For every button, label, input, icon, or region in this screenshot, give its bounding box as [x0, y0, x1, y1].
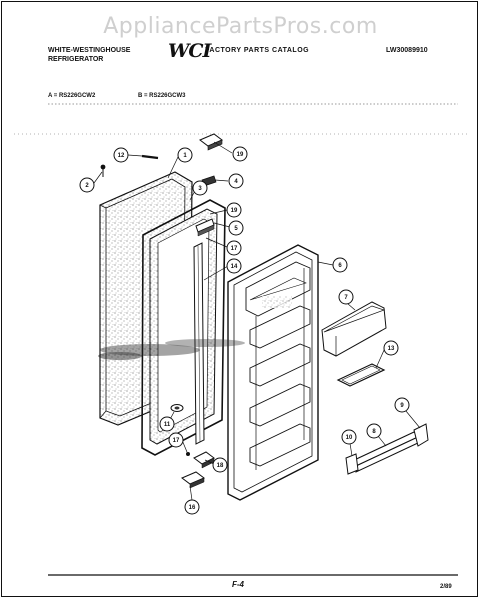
bottom-shelf-bar — [348, 431, 422, 473]
callout-16-label: 16 — [189, 505, 196, 511]
callout-5-label: 5 — [234, 226, 238, 232]
breaker-strip — [193, 242, 205, 445]
stop-part-11 — [170, 404, 184, 412]
hinge-cover-part-16 — [181, 471, 205, 489]
callout-17-lower-label: 17 — [173, 438, 180, 444]
bar-clip-left — [345, 453, 359, 475]
callout-16: 16 — [184, 499, 200, 515]
callout-4: 4 — [228, 173, 244, 189]
callout-10-label: 10 — [346, 435, 353, 441]
callout-11-label: 11 — [164, 422, 171, 428]
callout-3: 3 — [192, 180, 208, 196]
screw-part-2 — [100, 164, 106, 177]
callout-12: 12 — [113, 147, 129, 163]
screw-part-17-lower — [186, 452, 190, 456]
catalog-date: 2/89 — [440, 584, 452, 590]
rod-part-12 — [141, 154, 159, 160]
inner-door-liner — [227, 244, 319, 501]
callout-9-label: 9 — [400, 403, 404, 409]
callout-8: 8 — [366, 423, 382, 439]
liner-shelf-rails — [245, 261, 311, 470]
callout-11: 11 — [159, 416, 175, 432]
top-hinge-cap — [199, 133, 223, 151]
page-number: F-4 — [232, 580, 244, 589]
brand-line-1: WHITE-WESTINGHOUSE — [48, 47, 131, 54]
model-a: A = RS226GCW2 — [48, 93, 96, 99]
callout-19-top-label: 19 — [237, 152, 244, 158]
callout-18-upper-label: 19 — [231, 208, 238, 214]
scan-smudge — [98, 339, 245, 360]
callout-9: 9 — [394, 397, 410, 413]
brand-block: WHITE-WESTINGHOUSE REFRIGERATOR — [48, 46, 168, 64]
callout-2: 2 — [79, 177, 95, 193]
callout-8-label: 8 — [372, 429, 376, 435]
callout-1-label: 1 — [183, 153, 187, 159]
callout-14-label: 14 — [231, 264, 238, 270]
callout-7: 7 — [338, 289, 354, 305]
door-gasket — [141, 199, 226, 456]
wci-logo: WCI — [168, 40, 211, 62]
callout-2-label: 2 — [85, 183, 89, 189]
liner-shading — [262, 296, 292, 308]
watermark: AppliancePartsPros.com — [103, 14, 378, 39]
brand-line-2: REFRIGERATOR — [48, 56, 104, 63]
callout-13-label: 13 — [388, 346, 395, 352]
bracket-part-5 — [195, 218, 215, 237]
model-b: B = RS226GCW3 — [138, 93, 186, 99]
callout-6-label: 6 — [338, 263, 342, 269]
callout-18-upper: 19 — [226, 202, 242, 218]
callout-3-label: 3 — [198, 186, 202, 192]
bottom-hinge-part-18 — [193, 451, 215, 469]
catalog-title: FACTORY PARTS CATALOG — [205, 47, 310, 54]
callout-19-top: 19 — [232, 146, 248, 162]
callout-17-lower: 17 — [168, 432, 184, 448]
bar-clip-right — [413, 423, 429, 447]
catalog-code: LW30089910 — [386, 47, 428, 54]
callout-13: 13 — [383, 340, 399, 356]
callout-10: 10 — [341, 429, 357, 445]
callout-5: 5 — [228, 220, 244, 236]
callout-6: 6 — [332, 257, 348, 273]
callout-1: 1 — [177, 147, 193, 163]
callout-14: 14 — [226, 258, 242, 274]
bin-tray — [336, 363, 386, 387]
callout-17-upper: 17 — [226, 240, 242, 256]
callout-19-lower-label: 18 — [217, 463, 224, 469]
callout-17-upper-label: 17 — [231, 246, 238, 252]
callout-19-lower: 18 — [212, 457, 228, 473]
callout-12-label: 12 — [118, 153, 125, 159]
door-bin — [321, 301, 387, 357]
callout-7-label: 7 — [344, 295, 348, 301]
callout-4-label: 4 — [234, 179, 238, 185]
